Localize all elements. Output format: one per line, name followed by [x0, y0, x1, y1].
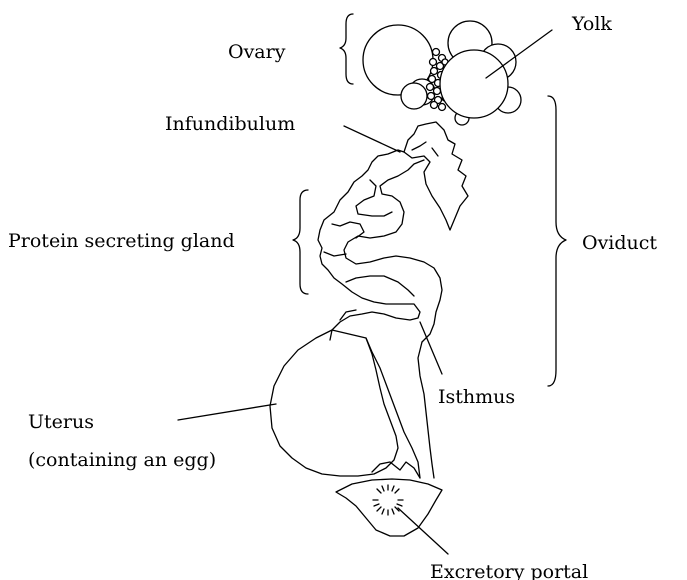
oviduct-outer-wall [318, 150, 420, 340]
oviduct-fold [346, 276, 414, 296]
uterus [270, 330, 398, 476]
oviduct-fold [324, 252, 346, 256]
uterus-base [372, 462, 420, 478]
infundibulum-inner [412, 142, 438, 156]
label-oviduct: Oviduct [582, 232, 657, 254]
ovary-follicle [401, 83, 427, 109]
label-infundibulum: Infundibulum [165, 113, 295, 135]
label-uterus-sub: (containing an egg) [28, 449, 216, 471]
isthmus-tube [418, 342, 434, 478]
oviduct-fold [332, 222, 364, 238]
ovary [363, 21, 521, 125]
cloaca [336, 479, 442, 536]
protein-gland-brace [293, 190, 308, 294]
uterus-pointer [178, 404, 276, 420]
infundibulum-funnel [404, 122, 468, 230]
isthmus-tube [366, 338, 420, 478]
yolk [440, 50, 508, 118]
oviduct-fold [356, 180, 392, 216]
label-protein-gland: Protein secreting gland [8, 230, 235, 252]
excretory-portal [373, 485, 403, 515]
excretory-pointer [398, 508, 448, 554]
label-excretory-portal: Excretory portal [430, 561, 588, 580]
label-uterus: Uterus [28, 411, 94, 433]
label-yolk: Yolk [571, 13, 612, 35]
oviduct-brace [548, 96, 566, 386]
label-ovary: Ovary [228, 41, 286, 63]
label-isthmus: Isthmus [438, 386, 515, 408]
ovary-brace [340, 14, 353, 84]
infundibulum-pointer [344, 126, 400, 152]
